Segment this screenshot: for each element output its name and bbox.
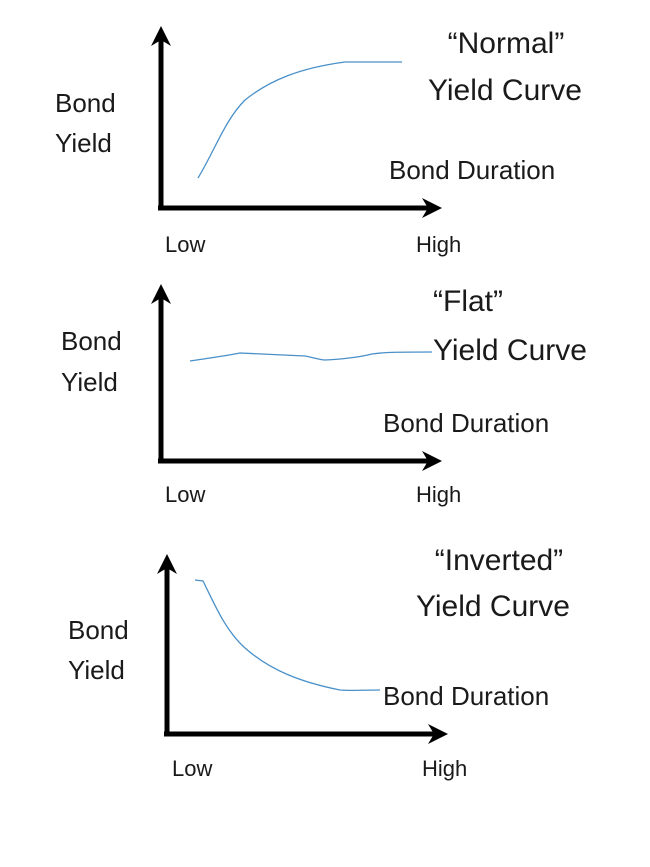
normal-title-line1: “Normal”: [447, 27, 565, 60]
normal-y-axis-arrowhead: [151, 26, 171, 46]
normal-x-axis-arrowhead: [422, 198, 442, 218]
normal-yield-curve-graphic: [151, 26, 442, 218]
normal-x-axis-label: Bond Duration: [389, 155, 556, 185]
inverted-yield-curve-line: [194, 579, 381, 692]
normal-y-axis-label-line1: Bond: [55, 88, 116, 118]
flat-x-axis-arrowhead: [422, 451, 442, 471]
flat-title-line1: “Flat”: [433, 285, 503, 318]
inverted-x-axis-arrowhead: [428, 724, 448, 744]
flat-x-tick-high: High: [416, 482, 462, 507]
inverted-title-line2: Yield Curve: [416, 590, 570, 623]
normal-y-axis-label-line2: Yield: [55, 128, 112, 158]
flat-yield-curve-line: [189, 351, 433, 362]
normal-yield-curve-line: [197, 61, 402, 179]
flat-y-axis-arrowhead: [151, 284, 171, 304]
inverted-yield-curve-graphic: [157, 554, 448, 744]
inverted-x-tick-low: Low: [172, 756, 213, 781]
inverted-y-axis-label-line2: Yield: [68, 655, 125, 685]
normal-x-tick-low: Low: [165, 232, 206, 257]
inverted-y-axis-arrowhead: [157, 554, 177, 574]
flat-yield-curve-graphic: [151, 284, 442, 471]
normal-yield-curve-panel: Bond Yield “Normal” Yield Curve Bond Dur…: [0, 0, 650, 260]
flat-title-line2: Yield Curve: [433, 334, 587, 367]
normal-title-line2: Yield Curve: [428, 74, 582, 107]
flat-y-axis-label-line2: Yield: [61, 367, 118, 397]
inverted-x-axis-label: Bond Duration: [383, 681, 550, 711]
inverted-yield-curve-panel: Bond Yield “Inverted” Yield Curve Bond D…: [0, 530, 650, 800]
flat-x-axis-label: Bond Duration: [383, 408, 550, 438]
flat-yield-curve-panel: Bond Yield “Flat” Yield Curve Bond Durat…: [0, 270, 650, 520]
flat-y-axis-label-line1: Bond: [61, 326, 122, 356]
inverted-x-tick-high: High: [422, 756, 468, 781]
flat-x-tick-low: Low: [165, 482, 206, 507]
normal-x-tick-high: High: [416, 232, 462, 257]
inverted-y-axis-label-line1: Bond: [68, 615, 129, 645]
inverted-title-line1: “Inverted”: [434, 544, 564, 577]
